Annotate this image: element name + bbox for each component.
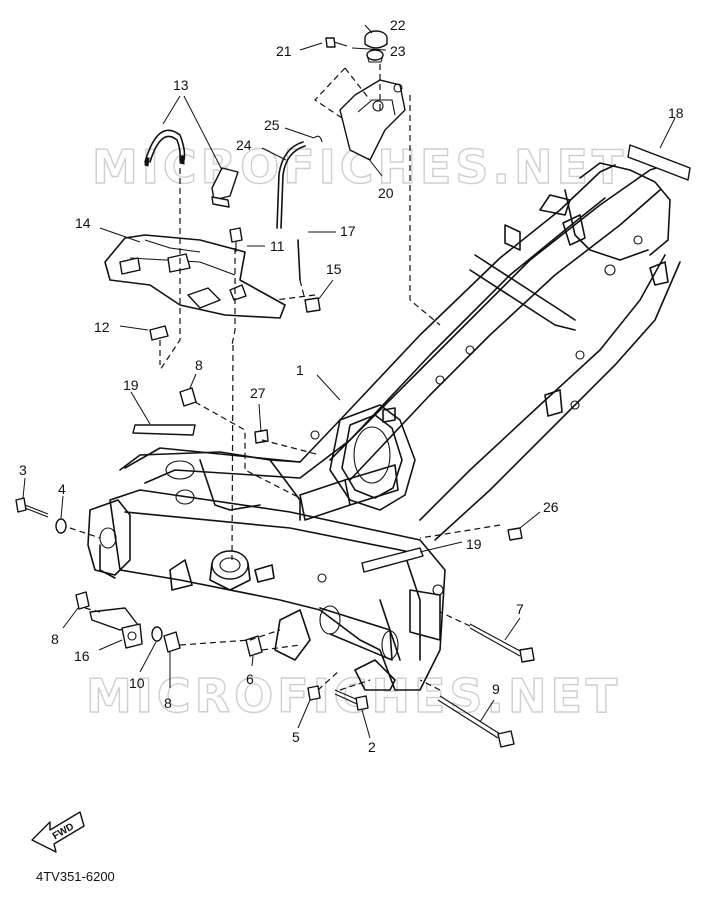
callout-26: 26 [543,499,559,515]
part-17-stud [297,239,301,281]
callout-18: 18 [668,105,684,121]
callout-17: 17 [340,223,356,239]
watermark-bottom: MICROFICHES.NET [86,669,621,723]
part-8-collar-left [75,591,90,610]
callout-24: 24 [236,137,252,153]
diagram-part-code: 4TV351-6200 [36,869,115,884]
callout-19-lower: 19 [466,536,482,552]
callout-27: 27 [250,385,266,401]
callout-14: 14 [75,215,91,231]
callout-8-left: 8 [51,631,59,647]
callout-7: 7 [516,601,524,617]
part-25-clip [313,135,323,143]
callout-21: 21 [276,43,292,59]
part-6-collar [245,635,263,657]
callout-1: 1 [296,362,304,378]
leader-lines [22,24,676,739]
callout-23: 23 [390,43,406,59]
part-22-cap [364,30,388,49]
part-11-bolt [229,227,243,252]
callout-16: 16 [74,648,90,664]
callout-13: 13 [173,77,189,93]
assembly-lines [69,64,501,691]
callout-15: 15 [326,261,342,277]
callout-20: 20 [378,185,394,201]
callout-8-lower: 8 [164,695,172,711]
part-7-bolt [469,623,535,663]
callout-6: 6 [246,671,254,687]
part-15-nut [304,297,321,313]
part-8-collar-lower [163,631,181,653]
callout-25: 25 [264,117,280,133]
part-4-washer [55,518,67,534]
callout-12: 12 [94,319,110,335]
part-16-bracket [89,607,143,649]
callout-19-upper: 19 [123,377,139,393]
main-frame [87,162,681,691]
part-10-washer [151,626,163,642]
callout-9: 9 [492,681,500,697]
part-27-bolt [254,429,269,444]
callout-11: 11 [270,238,285,254]
callout-5: 5 [292,729,300,745]
part-19-strip-upper [132,424,196,436]
part-12-pad [149,325,169,341]
callout-numbers: 22 21 23 13 18 25 24 20 14 11 17 15 12 8… [19,17,684,755]
callout-8-upper: 8 [195,357,203,373]
callout-3: 3 [19,462,27,478]
part-3-bolt [15,497,49,518]
callout-4: 4 [58,481,66,497]
part-2-bolt [334,689,369,711]
part-13-bands [144,129,239,208]
callout-2: 2 [368,739,376,755]
part-21-bolt [325,37,348,48]
part-5-bolt [307,685,321,701]
part-24-hose [280,145,306,229]
callout-10: 10 [129,675,145,691]
part-18-strip [627,144,691,181]
callout-22: 22 [390,17,406,33]
part-23-grommet [366,49,384,63]
part-9-bolt [437,695,515,748]
fwd-arrow-icon: FWD [31,811,85,853]
part-19-strip-lower [361,547,424,573]
part-20-bracket [339,79,406,161]
part-14-tray [104,234,286,319]
part-26-cap [507,527,523,541]
part-8-collar-upper [179,387,197,407]
